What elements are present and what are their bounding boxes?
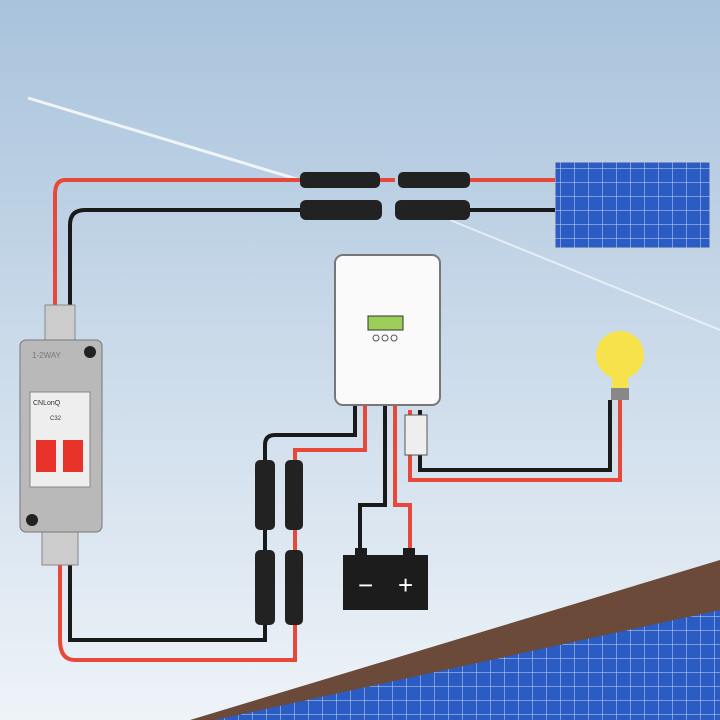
breaker-switch-right	[63, 440, 83, 472]
lcd-screen	[367, 315, 404, 331]
contrail	[27, 96, 301, 182]
roof	[190, 560, 720, 720]
battery-plus: +	[398, 570, 413, 600]
charge-controller	[334, 254, 441, 456]
breaker-rating: C32	[50, 416, 62, 422]
breaker-brand: CNLonQ	[33, 400, 61, 407]
mc4-connectors	[255, 172, 470, 625]
solar-panel	[554, 161, 711, 249]
breaker-switch-left	[36, 440, 56, 472]
breaker-box-label: 1-2WAY	[32, 351, 62, 360]
light-bulb-icon	[596, 331, 644, 400]
terminal-block	[404, 414, 428, 456]
battery: − +	[343, 548, 428, 610]
battery-minus: −	[358, 570, 373, 600]
dc-breaker-box: 1-2WAY CNLonQ C32	[19, 304, 103, 566]
